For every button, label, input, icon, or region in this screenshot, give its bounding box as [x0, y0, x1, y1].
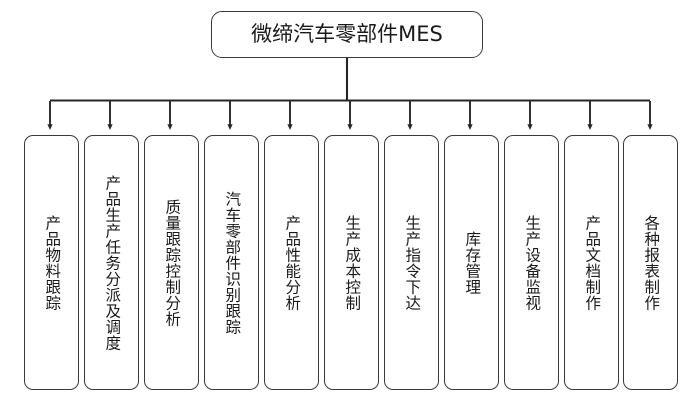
leaf-node-7[interactable]: 生产指令下达	[384, 135, 439, 390]
connector-trunk	[50, 58, 650, 102]
leaf-node-4[interactable]: 汽车零部件识别跟踪	[204, 135, 259, 390]
leaf-node-label: 生产成本控制	[343, 214, 362, 311]
leaf-node-6[interactable]: 生产成本控制	[324, 135, 379, 390]
leaf-node-2[interactable]: 产品生产任务分派及调度	[84, 135, 139, 390]
leaf-node-9[interactable]: 生产设备监视	[504, 135, 559, 390]
leaf-node-label: 产品文档制作	[583, 214, 602, 311]
leaf-node-8[interactable]: 库存管理	[444, 135, 499, 390]
leaf-node-label: 汽车零部件识别跟踪	[223, 190, 242, 335]
connector-branches	[47, 101, 653, 130]
leaf-node-label: 各种报表制作	[642, 214, 661, 311]
leaf-node-5[interactable]: 产品性能分析	[264, 135, 319, 390]
leaf-node-label: 产品性能分析	[283, 214, 302, 311]
root-node[interactable]: 微缔汽车零部件MES	[211, 11, 483, 58]
leaf-node-1[interactable]: 产品物料跟踪	[24, 135, 79, 390]
leaf-node-label: 质量跟踪控制分析	[163, 198, 182, 327]
leaf-node-label: 产品生产任务分派及调度	[103, 174, 122, 351]
leaf-node-10[interactable]: 产品文档制作	[564, 135, 619, 390]
leaf-node-3[interactable]: 质量跟踪控制分析	[144, 135, 199, 390]
leaf-node-label: 库存管理	[463, 230, 482, 295]
leaf-node-11[interactable]: 各种报表制作	[623, 135, 678, 390]
leaf-node-label: 产品物料跟踪	[43, 214, 62, 311]
leaf-node-label: 生产设备监视	[523, 214, 542, 311]
leaf-node-label: 生产指令下达	[403, 214, 422, 311]
root-node-label: 微缔汽车零部件MES	[251, 22, 443, 46]
